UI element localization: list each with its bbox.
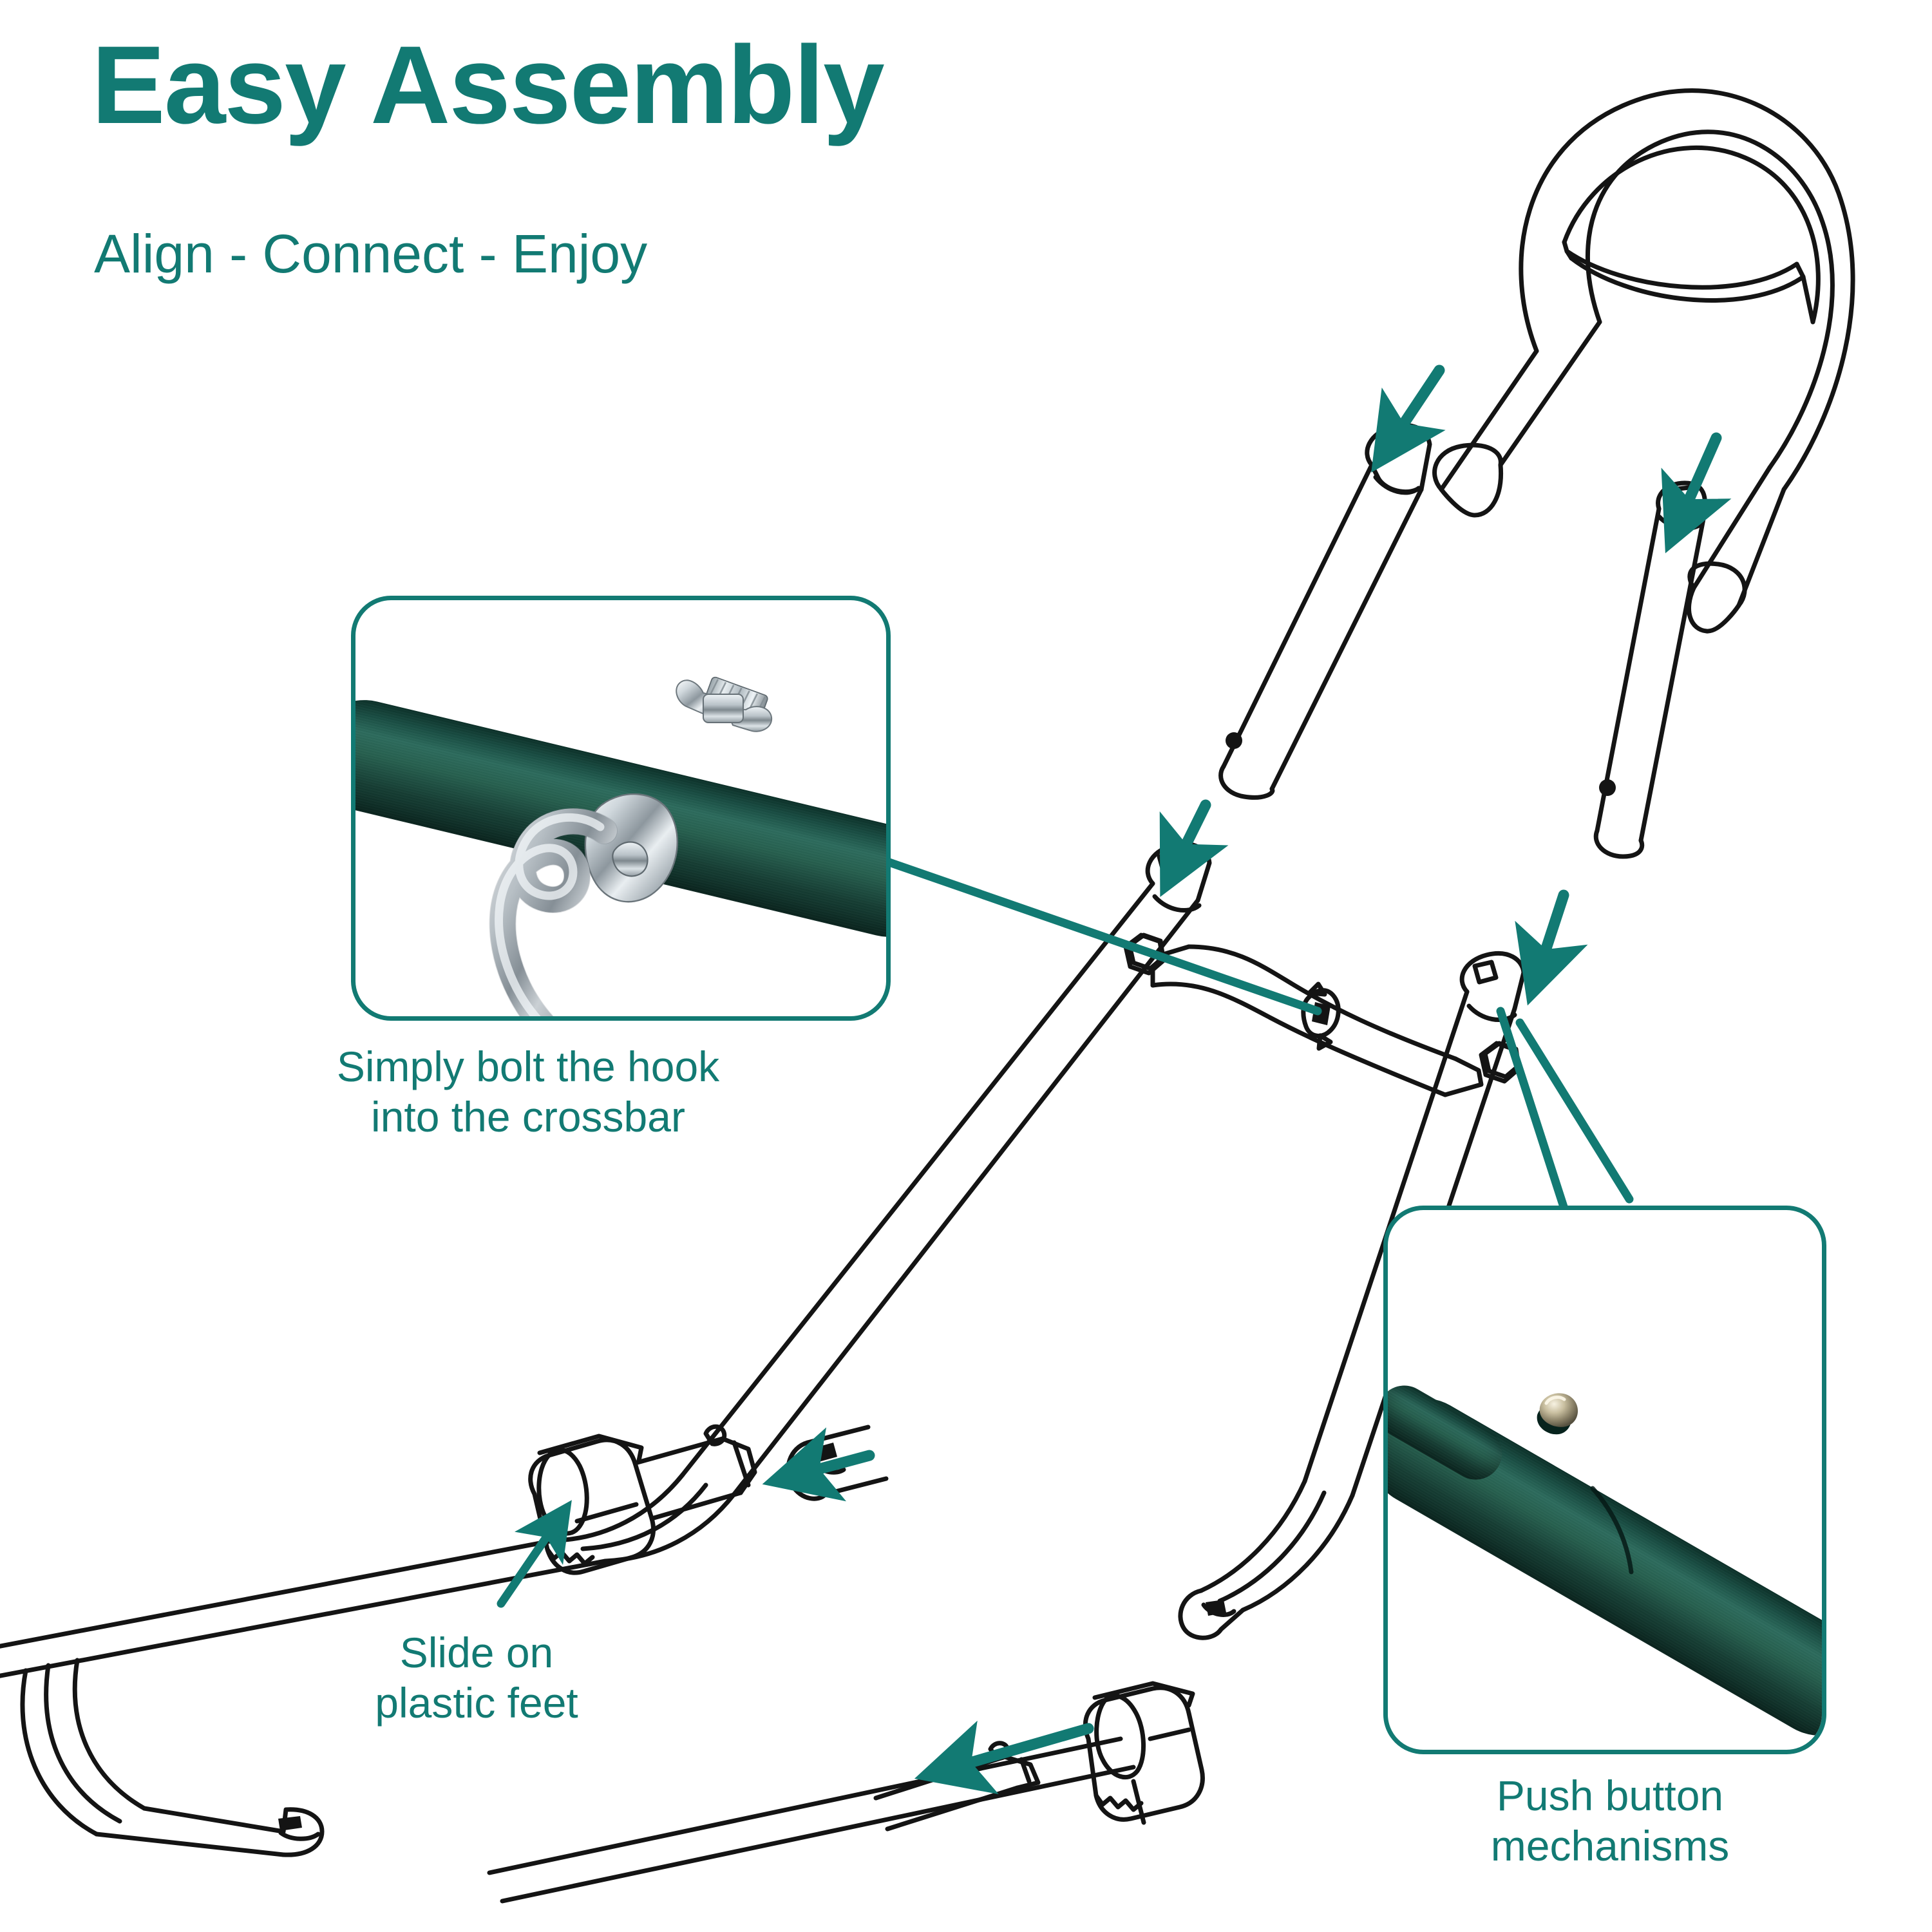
caption-plastic-feet: Slide on plastic feet [375,1629,578,1727]
hook-photo [355,600,886,1016]
caption-hook: Simply bolt the hook into the crossbar [336,1043,720,1141]
page-subtitle: Align - Connect - Enjoy [94,223,648,284]
push-button-detail [1537,1393,1634,1575]
push-button-photo [1388,1210,1822,1750]
callout-box-push-button [1383,1206,1826,1754]
caption-push-button: Push button mechanisms [1490,1772,1730,1870]
wing-nut-bolt-icon [489,676,773,1016]
callout-box-hook [351,596,891,1021]
page-title: Easy Assembly [91,23,885,147]
